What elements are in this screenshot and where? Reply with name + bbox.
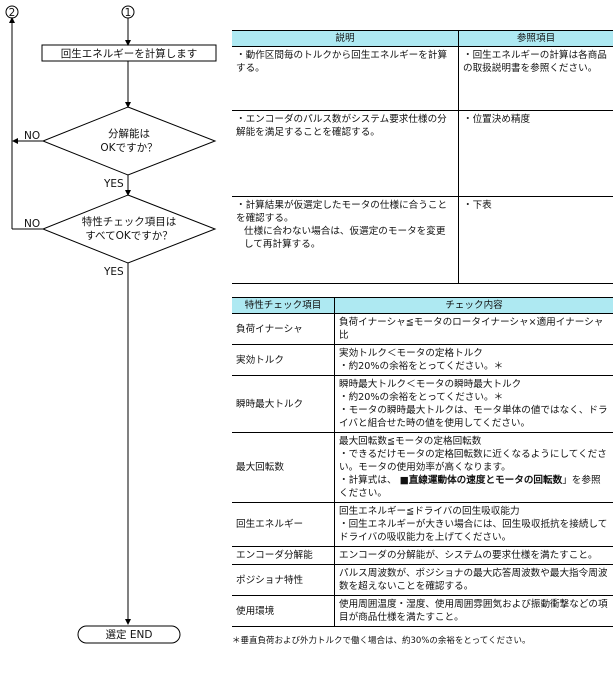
decision2-line1: 特性チェック項目は (82, 215, 177, 228)
characteristics-check-table: 特性チェック項目チェック内容 負荷イナーシャ負荷イナーシャ≦モータのロータイナー… (232, 297, 613, 627)
yes-label-2: YES (103, 266, 124, 278)
content-cell: エンコーダの分解能が、システムの要求仕様を満たすこと。 (334, 546, 613, 565)
content-cell: 回生エネルギー≦ドライバの回生吸収能力・回生エネルギーが大きい場合には、回生吸収… (334, 502, 613, 547)
footnote: ＊垂直負荷および外力トルクで働く場合は、約30%の余裕をとってください。 (232, 636, 531, 646)
content-cell: 使用周囲温度・湿度、使用周囲雰囲気および振動衝撃などの項目が商品仕様を満たすこと… (334, 595, 613, 627)
no-label-1: NO (24, 130, 40, 142)
process-box (41, 44, 217, 62)
line: ・計算式は、 (339, 475, 397, 486)
connector-1-label: 1 (125, 7, 132, 19)
line: ・回生エネルギーが大きい場合には、回生吸収抵抗を接続してドライバの吸収能力を上げ… (339, 519, 608, 543)
no-label-2: NO (24, 218, 40, 230)
end-label: 選定 END (106, 628, 153, 641)
item-cell: 最大回転数 (232, 432, 335, 503)
desc-cell: ・計算結果が仮選定したモータの仕様に合うことを確認する。仕様に合わない場合は、仮… (232, 196, 459, 284)
item-cell: 瞬時最大トルク (232, 375, 335, 433)
decision-resolution (41, 106, 217, 176)
line: 最大回転数≦モータの定格回転数 (339, 436, 482, 447)
content-cell: パルス周波数が、ポジショナの最大応答周波数や最大指令周波数を超えないことを確認す… (334, 564, 613, 596)
content-cell: 瞬時最大トルク＜モータの瞬時最大トルク・約20%の余裕をとってください。＊ ・モー… (334, 375, 613, 433)
ref-cell: ・下表 (458, 196, 613, 284)
item-cell: 負荷イナーシャ (232, 313, 335, 345)
process-label: 回生エネルギーを計算します (61, 47, 198, 60)
speed-rotation-link[interactable]: ■直線運動体の速度とモータの回転数 (399, 475, 563, 486)
content-cell: 最大回転数≦モータの定格回転数・できるだけモータの定格回転数に近くなるようにして… (334, 432, 613, 503)
line: 実効トルク＜モータの定格トルク (339, 348, 483, 359)
decision-characteristics (41, 194, 217, 264)
desc-cell: ・エンコーダのパルス数がシステム要求仕様の分解能を満足することを確認する。 (232, 110, 459, 197)
decision2-line2: すべてOKですか？ (85, 230, 173, 242)
line: 回生エネルギー≦ドライバの回生吸収能力 (339, 506, 520, 517)
item-cell: 実効トルク (232, 344, 335, 376)
content-cell: 負荷イナーシャ≦モータのロータイナーシャ×適用イナーシャ比 (334, 313, 613, 345)
ref-cell: ・位置決め精度 (458, 110, 613, 197)
line: エンコーダの分解能が、システムの要求仕様を満たすこと。 (339, 550, 598, 561)
ref-cell: ・回生エネルギーの計算は各商品の取扱説明書を参照ください。 (458, 46, 613, 111)
header-description: 説明 (232, 30, 459, 47)
content-cell: 実効トルク＜モータの定格トルク・約20%の余裕をとってください。＊ (334, 344, 613, 376)
decision1-line1: 分解能は (108, 127, 150, 140)
header-reference: 参照項目 (458, 30, 613, 47)
desc-cell: ・動作区間毎のトルクから回生エネルギーを計算する。 (232, 46, 459, 111)
flowchart: 1 2 回生エネルギーを計算します 分解能は OKですか？ 特性チェック項目は … (5, 5, 217, 644)
line: 負荷イナーシャ≦モータのロータイナーシャ×適用イナーシャ比 (339, 317, 604, 341)
desc-text-2: 仕様に合わない場合は、仮選定のモータを変更して再計算する。 (244, 226, 446, 250)
line: ・約20%の余裕をとってください。＊ (339, 361, 504, 372)
decision1-line2: OKですか？ (100, 142, 157, 154)
line: パルス周波数が、ポジショナの最大応答周波数や最大指令周波数を超えないことを確認す… (339, 568, 608, 592)
item-cell: エンコーダ分解能 (232, 546, 335, 565)
end-terminal (77, 625, 181, 644)
header-content: チェック内容 (334, 297, 613, 314)
line: ・約20%の余裕をとってください。＊ (339, 392, 504, 403)
connector-2-label: 2 (9, 7, 16, 19)
description-table: 説明参照項目 ・動作区間毎のトルクから回生エネルギーを計算する。・回生エネルギー… (232, 30, 613, 284)
item-cell: ポジショナ特性 (232, 564, 335, 596)
yes-label-1: YES (103, 178, 124, 190)
desc-text: ・計算結果が仮選定したモータの仕様に合うことを確認する。 (236, 200, 448, 224)
line: ・できるだけモータの定格回転数に近くなるようにしてください。モータの使用効率が高… (339, 449, 607, 473)
line: ・モータの瞬時最大トルクは、モータ単体の値ではなく、ドライバと組合せた時の値を使… (339, 405, 608, 429)
item-cell: 使用環境 (232, 595, 335, 627)
item-cell: 回生エネルギー (232, 502, 335, 547)
line: 使用周囲温度・湿度、使用周囲雰囲気および振動衝撃などの項目が商品仕様を満たすこと… (339, 599, 608, 623)
line: 瞬時最大トルク＜モータの瞬時最大トルク (339, 379, 522, 390)
header-item: 特性チェック項目 (232, 297, 335, 314)
line: 」を参照ください。 (339, 475, 601, 499)
